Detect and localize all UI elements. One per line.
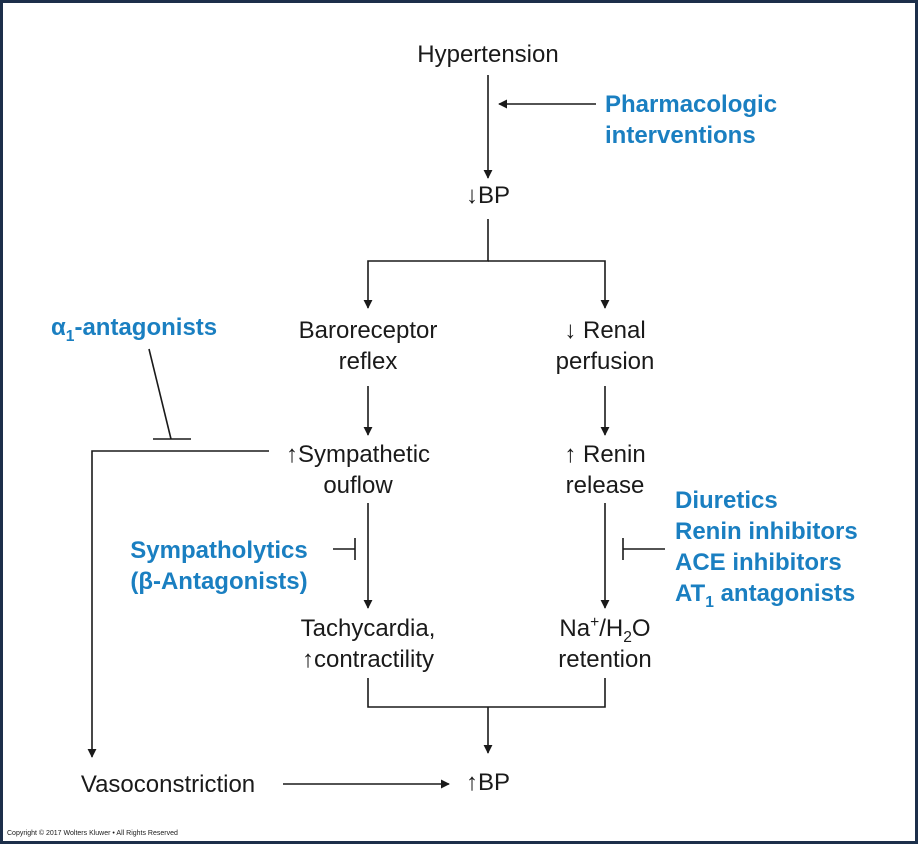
node-hypertension: Hypertension xyxy=(388,39,588,70)
alpha-suffix: -antagonists xyxy=(74,314,218,341)
node-baroreceptor-reflex: Baroreceptor reflex xyxy=(268,315,468,377)
na-prefix: Na xyxy=(559,615,591,642)
vasoconstriction-label: Vasoconstriction xyxy=(80,771,256,798)
node-na-h2o-retention: Na+/H2O retention xyxy=(505,613,705,675)
node-bp-up: ↑BP xyxy=(438,767,538,798)
tachy-line1: Tachycardia, xyxy=(300,615,436,642)
sympathetic-line2: ouflow xyxy=(323,472,393,499)
node-sympathetic-outflow: ↑Sympathetic ouflow xyxy=(258,439,458,501)
at1-suffix: antagonists xyxy=(713,580,856,607)
sympatholytics-line1: Sympatholytics xyxy=(130,537,308,564)
node-tachycardia: Tachycardia, ↑contractility xyxy=(258,613,478,675)
na-line2: retention xyxy=(558,646,652,673)
pharmacologic-line1: Pharmacologic xyxy=(605,91,778,118)
baroreceptor-line1: Baroreceptor xyxy=(298,317,438,344)
copyright-notice: Copyright © 2017 Wolters Kluwer • All Ri… xyxy=(7,830,178,837)
connector-bp-down-split-right xyxy=(488,260,610,309)
at1-sub: 1 xyxy=(705,593,714,611)
connector-sympathetic-to-vasoconstriction xyxy=(87,450,269,758)
bp-up-label: ↑BP xyxy=(465,769,510,796)
na-line1: Na+/H2O xyxy=(505,613,705,646)
sympatholytics-line2: (β-Antagonists) xyxy=(130,568,308,595)
flow-connectors xyxy=(87,75,665,789)
na-mid: /H xyxy=(599,615,624,642)
label-pharmacologic-interventions: Pharmacologic interventions xyxy=(605,89,777,151)
bp-down-label: ↓BP xyxy=(465,182,510,209)
connector-bp-down-split xyxy=(363,219,489,309)
alpha-sub: 1 xyxy=(65,327,75,345)
renal-line1: ↓ Renal xyxy=(564,317,646,344)
ace-inhibitors-label: ACE inhibitors xyxy=(675,549,842,576)
at1-prefix: AT xyxy=(675,580,706,607)
renal-line2: perfusion xyxy=(555,348,655,375)
na-sup: + xyxy=(590,614,600,631)
na-suffix: O xyxy=(631,615,651,642)
at1-antagonists-label: AT1 antagonists xyxy=(675,578,858,611)
renin-inhibitors-label: Renin inhibitors xyxy=(675,518,858,545)
renin-line1: ↑ Renin xyxy=(564,441,646,468)
baroreceptor-line2: reflex xyxy=(338,348,398,375)
tachy-line2: ↑contractility xyxy=(301,646,435,673)
node-renin-release: ↑ Renin release xyxy=(505,439,705,501)
node-renal-perfusion: ↓ Renal perfusion xyxy=(505,315,705,377)
hypertension-label: Hypertension xyxy=(417,41,559,68)
connector-merge-to-bp-up xyxy=(367,678,606,708)
label-sympatholytics: Sympatholytics (β-Antagonists) xyxy=(109,535,329,597)
diuretics-label: Diuretics xyxy=(675,487,778,514)
node-vasoconstriction: Vasoconstriction xyxy=(58,769,278,800)
pharmacologic-line2: interventions xyxy=(605,122,756,149)
label-alpha1-antagonists: α1-antagonists xyxy=(51,312,218,345)
diagram-frame: Hypertension ↓BP Baroreceptor reflex ↓ R… xyxy=(3,3,915,841)
alpha-symbol: α xyxy=(51,314,66,341)
node-bp-down: ↓BP xyxy=(438,180,538,211)
na-sub: 2 xyxy=(623,628,632,646)
renin-line2: release xyxy=(565,472,645,499)
inhibitor-alpha1-antagonists xyxy=(148,348,172,440)
label-renin-path-drugs: Diuretics Renin inhibitors ACE inhibitor… xyxy=(675,485,858,611)
sympathetic-line1: ↑Sympathetic xyxy=(285,441,431,468)
